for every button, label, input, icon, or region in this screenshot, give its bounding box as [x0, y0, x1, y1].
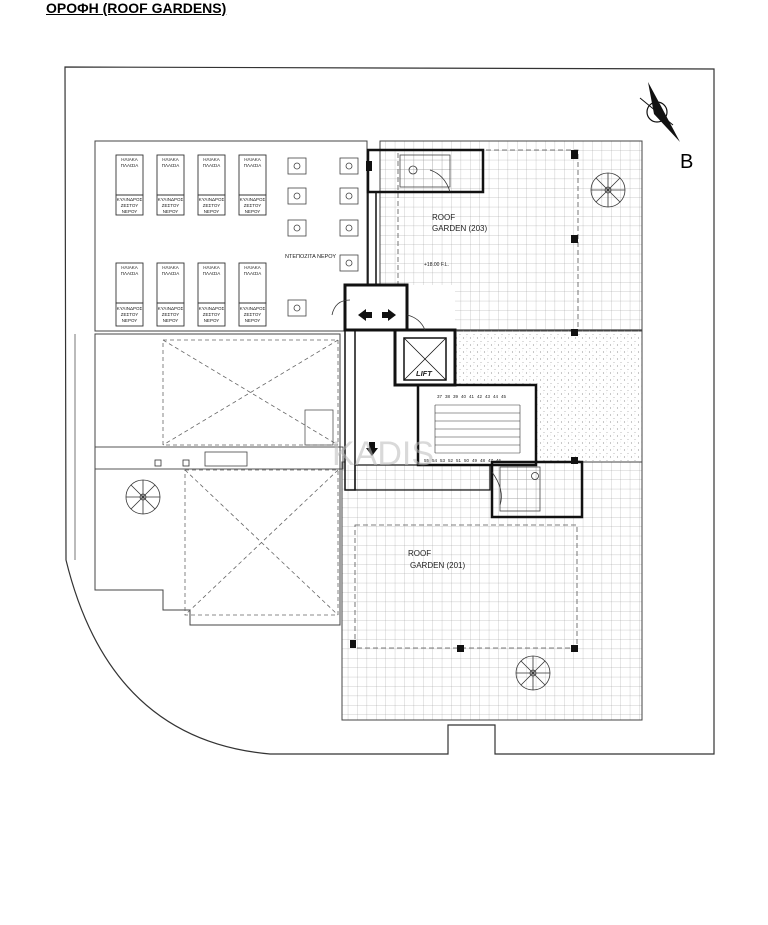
- svg-text:ΗΛΙΑΚΑ: ΗΛΙΑΚΑ: [203, 265, 220, 270]
- columns: [350, 150, 578, 652]
- svg-text:ΚΥΛΙΝΔΡΟΣ: ΚΥΛΙΝΔΡΟΣ: [117, 306, 143, 311]
- svg-text:ΚΥΛΙΝΔΡΟΣ: ΚΥΛΙΝΔΡΟΣ: [240, 197, 266, 202]
- svg-text:ΠΛΑΙΣΙΑ: ΠΛΑΙΣΙΑ: [203, 163, 221, 168]
- svg-text:ΖΕΣΤΟΥ: ΖΕΣΤΟΥ: [162, 203, 180, 208]
- roof-garden-203-label-2: GARDEN (203): [432, 224, 487, 233]
- svg-text:ΠΛΑΙΣΙΑ: ΠΛΑΙΣΙΑ: [203, 271, 221, 276]
- north-arrow-icon: [639, 82, 680, 142]
- svg-text:ΖΕΣΤΟΥ: ΖΕΣΤΟΥ: [203, 312, 221, 317]
- svg-text:ΗΛΙΑΚΑ: ΗΛΙΑΚΑ: [244, 265, 261, 270]
- svg-text:ΠΛΑΙΣΙΑ: ΠΛΑΙΣΙΑ: [121, 271, 139, 276]
- svg-text:ΠΛΑΙΣΙΑ: ΠΛΑΙΣΙΑ: [244, 163, 262, 168]
- svg-text:43: 43: [485, 394, 491, 399]
- svg-text:ΚΥΛΙΝΔΡΟΣ: ΚΥΛΙΝΔΡΟΣ: [199, 306, 225, 311]
- stair-numbers-lower: 55 54 53 52 51 50 49 48 47 46: [424, 458, 502, 463]
- level-note: +18.00 F.L.: [424, 262, 449, 268]
- exit-arrow-right: [382, 309, 396, 321]
- svg-text:54: 54: [432, 458, 438, 463]
- svg-text:47: 47: [488, 458, 494, 463]
- exit-arrow-left: [358, 309, 372, 321]
- svg-text:41: 41: [469, 394, 475, 399]
- roof-garden-201-label-2: GARDEN (201): [410, 561, 465, 570]
- svg-text:ΖΕΣΤΟΥ: ΖΕΣΤΟΥ: [121, 312, 139, 317]
- svg-text:ΗΛΙΑΚΑ: ΗΛΙΑΚΑ: [203, 157, 220, 162]
- svg-text:ΚΥΛΙΝΔΡΟΣ: ΚΥΛΙΝΔΡΟΣ: [158, 197, 184, 202]
- svg-text:55: 55: [424, 458, 430, 463]
- svg-text:ΚΥΛΙΝΔΡΟΣ: ΚΥΛΙΝΔΡΟΣ: [158, 306, 184, 311]
- svg-text:ΝΕΡΟΥ: ΝΕΡΟΥ: [163, 209, 179, 214]
- equipment-terrace: [94, 140, 368, 332]
- svg-text:40: 40: [461, 394, 467, 399]
- svg-text:ΝΕΡΟΥ: ΝΕΡΟΥ: [122, 209, 138, 214]
- svg-text:ΠΛΑΙΣΙΑ: ΠΛΑΙΣΙΑ: [162, 271, 180, 276]
- svg-text:ΗΛΙΑΚΑ: ΗΛΙΑΚΑ: [162, 265, 179, 270]
- svg-text:ΖΕΣΤΟΥ: ΖΕΣΤΟΥ: [121, 203, 139, 208]
- svg-text:49: 49: [472, 458, 478, 463]
- compass-label: B: [680, 151, 693, 173]
- svg-text:ΗΛΙΑΚΑ: ΗΛΙΑΚΑ: [162, 157, 179, 162]
- svg-text:ΝΕΡΟΥ: ΝΕΡΟΥ: [122, 318, 138, 323]
- svg-text:ΠΛΑΙΣΙΑ: ΠΛΑΙΣΙΑ: [121, 163, 139, 168]
- svg-text:48: 48: [480, 458, 486, 463]
- svg-text:45: 45: [501, 394, 507, 399]
- stair-treads: [434, 404, 521, 454]
- svg-text:ΖΕΣΤΟΥ: ΖΕΣΤΟΥ: [203, 203, 221, 208]
- svg-text:42: 42: [477, 394, 483, 399]
- svg-text:ΝΕΡΟΥ: ΝΕΡΟΥ: [245, 318, 261, 323]
- stair-numbers-upper: 37 38 39 40 41 42 43 44 45: [437, 394, 507, 399]
- lower-roof: [94, 333, 341, 626]
- stair-core-walls: [343, 148, 584, 519]
- svg-text:39: 39: [453, 394, 459, 399]
- svg-text:37: 37: [437, 394, 443, 399]
- svg-text:ΝΕΡΟΥ: ΝΕΡΟΥ: [204, 209, 220, 214]
- lift-label: LIFT: [416, 369, 433, 378]
- svg-text:ΝΕΡΟΥ: ΝΕΡΟΥ: [163, 318, 179, 323]
- watermark: KADIS: [332, 435, 434, 473]
- svg-text:ΗΛΙΑΚΑ: ΗΛΙΑΚΑ: [244, 157, 261, 162]
- svg-text:ΝΕΡΟΥ: ΝΕΡΟΥ: [245, 209, 261, 214]
- svg-text:ΠΛΑΙΣΙΑ: ΠΛΑΙΣΙΑ: [244, 271, 262, 276]
- svg-text:ΖΕΣΤΟΥ: ΖΕΣΤΟΥ: [244, 203, 262, 208]
- water-tanks-label: ΝΤΕΠΟΖΙΤΑ ΝΕΡΟΥ: [285, 254, 336, 260]
- roof-garden-203-label: ROOF: [432, 213, 455, 222]
- svg-text:ΝΕΡΟΥ: ΝΕΡΟΥ: [204, 318, 220, 323]
- roof-garden-201-label: ROOF: [408, 549, 431, 558]
- water-tanks: [287, 157, 359, 317]
- svg-text:ΚΥΛΙΝΔΡΟΣ: ΚΥΛΙΝΔΡΟΣ: [117, 197, 143, 202]
- svg-text:53: 53: [440, 458, 446, 463]
- svg-text:ΗΛΙΑΚΑ: ΗΛΙΑΚΑ: [121, 157, 138, 162]
- spiral-stair-icon: [125, 172, 626, 691]
- plot-boundary: [64, 66, 715, 755]
- svg-text:ΠΛΑΙΣΙΑ: ΠΛΑΙΣΙΑ: [162, 163, 180, 168]
- svg-text:44: 44: [493, 394, 499, 399]
- plan-title: ΟΡΟΦΗ (ROOF GARDENS): [46, 0, 227, 16]
- svg-text:ΚΥΛΙΝΔΡΟΣ: ΚΥΛΙΝΔΡΟΣ: [240, 306, 266, 311]
- svg-text:ΖΕΣΤΟΥ: ΖΕΣΤΟΥ: [244, 312, 262, 317]
- svg-text:38: 38: [445, 394, 451, 399]
- exit-arrow-down: [366, 442, 378, 456]
- svg-text:50: 50: [464, 458, 470, 463]
- svg-text:51: 51: [456, 458, 462, 463]
- svg-text:ΖΕΣΤΟΥ: ΖΕΣΤΟΥ: [162, 312, 180, 317]
- svg-text:46: 46: [496, 458, 502, 463]
- svg-text:52: 52: [448, 458, 454, 463]
- svg-text:ΚΥΛΙΝΔΡΟΣ: ΚΥΛΙΝΔΡΟΣ: [199, 197, 225, 202]
- svg-text:ΗΛΙΑΚΑ: ΗΛΙΑΚΑ: [121, 265, 138, 270]
